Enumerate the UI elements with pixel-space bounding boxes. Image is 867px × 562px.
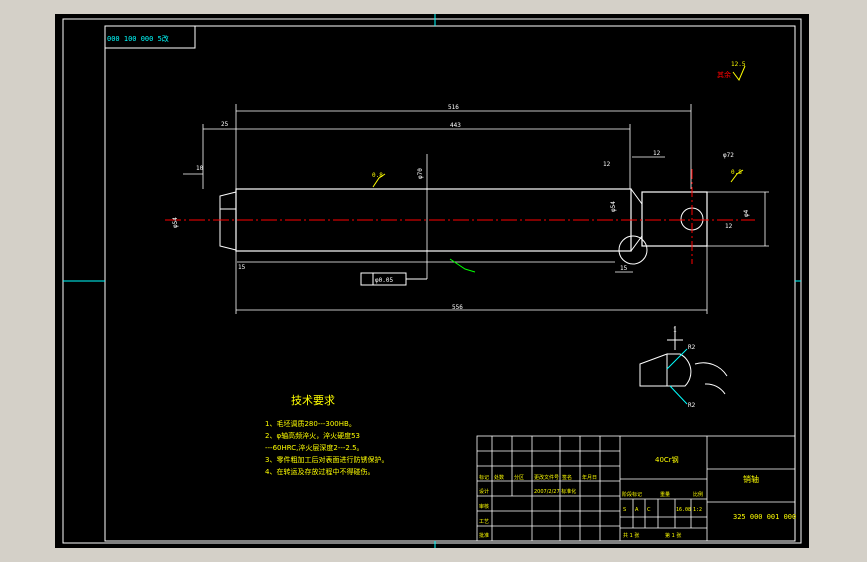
tb-row-review: 审核 xyxy=(479,503,489,510)
tb-label-date: 年月日 xyxy=(582,474,597,481)
tb-label-mark: 标记 xyxy=(479,474,489,481)
tb-row-design: 设计 xyxy=(479,488,489,495)
tb-row-process: 工艺 xyxy=(479,519,489,525)
tb-scale: 1:2 xyxy=(693,507,702,513)
outer-frame xyxy=(62,18,802,544)
roughness-symbol-2 xyxy=(730,169,744,183)
dim-15-right: 15 xyxy=(620,265,628,272)
tb-stage-a: A xyxy=(635,507,639,513)
tech-title: 技术要求 xyxy=(291,394,335,407)
drawing-canvas: 000 100 000 5改 其余 12.5 516 xyxy=(55,14,809,548)
drawing-code-box xyxy=(104,25,196,49)
tb-label-sign: 签名 xyxy=(562,474,572,481)
tech-line-5: 4、在转运及存放过程中不得碰伤。 xyxy=(265,467,374,476)
roughness-value-1: 0.8 xyxy=(372,172,383,179)
tb-stage-label: 阶段标记 xyxy=(622,491,642,498)
detail-r2-b: R2 xyxy=(688,402,696,409)
shaft-left-end xyxy=(219,191,237,251)
detail-view xyxy=(639,326,728,405)
detail-r2-a: R2 xyxy=(688,344,696,351)
dim-dia-end: φ4 xyxy=(743,209,750,217)
tb-sheet-no: 第 1 张 xyxy=(665,532,681,539)
roughness-symbol-other xyxy=(732,65,746,81)
leader-arrow xyxy=(449,258,476,273)
tb-label-count: 处数 xyxy=(494,474,504,481)
cad-drawing: 000 100 000 5改 其余 12.5 516 xyxy=(62,14,802,548)
tb-row-approve: 批准 xyxy=(479,532,489,539)
dim-443: 443 xyxy=(450,122,461,129)
dim-dia-right: φ54 xyxy=(610,201,617,212)
tech-line-2: 2、φ轴高频淬火，淬火硬度53 xyxy=(265,431,360,440)
dimension-lines xyxy=(183,104,769,314)
roughness-other-label: 其余 xyxy=(717,70,731,79)
title-drawing-no: 325 000 001 000 xyxy=(733,513,796,521)
dim-dia-main: φ70 xyxy=(417,168,424,179)
tolerance-value: φ0.05 xyxy=(375,277,393,284)
shaft-right-head xyxy=(641,191,708,247)
tb-weight-label: 重量 xyxy=(660,491,670,498)
title-material: 40Cr钢 xyxy=(655,455,679,464)
dim-dia-left: φ54 xyxy=(172,217,179,228)
tb-weight: 16.08 xyxy=(676,507,691,513)
dim-516: 516 xyxy=(448,104,459,111)
roughness-other-value: 12.5 xyxy=(731,61,746,68)
roughness-value-2: 0.8 xyxy=(731,169,742,176)
tb-scale-label: 比例 xyxy=(693,491,703,498)
dim-556: 556 xyxy=(452,304,463,311)
inner-frame xyxy=(104,25,796,542)
detail-circle xyxy=(618,235,648,265)
tb-stage-c: C xyxy=(647,507,651,513)
tb-std-text: 2007/2/27 标准化 xyxy=(534,488,576,495)
tech-line-4: 3、零件粗加工后对表面进行防锈保护。 xyxy=(265,455,388,464)
tb-label-change: 更改文件号 xyxy=(534,474,559,481)
roughness-symbol-1 xyxy=(372,173,386,188)
tb-stage-s: S xyxy=(623,507,626,513)
dim-12-b: 12 xyxy=(653,150,661,157)
dim-25: 25 xyxy=(221,121,229,128)
tb-label-zone: 分区 xyxy=(514,474,524,481)
title-block xyxy=(476,435,796,542)
dim-12-a: 12 xyxy=(603,161,611,168)
tech-line-3: ---60HRC,淬火层深度2---2.5。 xyxy=(265,443,364,452)
drawing-code-text: 000 100 000 5改 xyxy=(107,34,169,43)
tech-line-1: 1、毛坯调质280---300HB。 xyxy=(265,419,356,428)
dim-dia-chamfer: φ72 xyxy=(723,152,734,159)
shaft xyxy=(219,188,708,265)
title-part-name: 销轴 xyxy=(743,474,759,484)
detail-chamfer: 1 xyxy=(673,327,677,334)
tb-sheet-total: 共 1 张 xyxy=(623,532,639,539)
dim-10: 10 xyxy=(196,165,204,172)
dim-12-c: 12 xyxy=(725,223,733,230)
dim-15-left: 15 xyxy=(238,264,246,271)
